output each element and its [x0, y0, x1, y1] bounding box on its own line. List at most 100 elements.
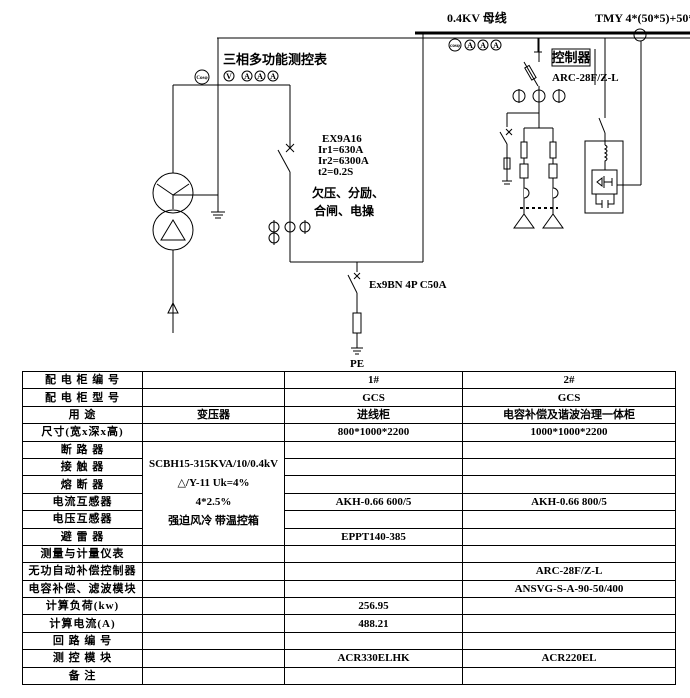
- current-transformer-icon: [268, 220, 311, 245]
- table-row: 回 路 编 号: [22, 631, 676, 651]
- svg-text:A: A: [244, 72, 250, 81]
- table-row: 计算电流(A) 488.21: [22, 614, 676, 633]
- row-label: 回 路 编 号: [22, 631, 143, 651]
- row-label: 熔 断 器: [22, 475, 143, 494]
- cabinet-0-cell: [142, 579, 285, 599]
- cabinet-2-cell: [462, 666, 676, 686]
- row-label: 接 触 器: [22, 457, 143, 477]
- cosphi-meter-icon: [194, 69, 210, 85]
- cabinet-2-cell: AKH-0.66 800/5: [462, 492, 676, 512]
- row-label: 配 电 柜 编 号: [22, 370, 143, 390]
- meter-symbols-left: V A A A: [223, 70, 279, 82]
- cabinet-2-cell: GCS: [462, 388, 676, 407]
- cabinet-0-cell: [142, 649, 285, 668]
- fuse-icon: [503, 157, 511, 170]
- table-row: 电容补偿、滤波模块 ANSVG-S-A-90-50/400: [22, 579, 676, 599]
- row-label: 尺寸(宽x深x高): [22, 423, 143, 442]
- cabinet-1-cell: EPPT140-385: [284, 527, 463, 546]
- cabinet-1-cell: [284, 457, 463, 477]
- cabinet-2-cell: [462, 475, 676, 494]
- table-row: 用 途变压器进线柜电容补偿及谐波治理一体柜: [22, 405, 676, 425]
- row-label: 配 电 柜 型 号: [22, 388, 143, 407]
- cabinet-0-cell: [142, 597, 285, 616]
- main-breaker-spec: EX9A16 Ir1=630A Ir2=6300A t2=0.2S 欠压、分励、…: [312, 133, 384, 218]
- cabinet-0-cell: [142, 562, 285, 581]
- row-label: 无功自动补偿控制器: [22, 562, 143, 581]
- row-label: 断 路 器: [22, 440, 143, 459]
- cabinet-1-cell: AKH-0.66 600/5: [284, 492, 463, 512]
- cabinet-2-cell: 2#: [462, 370, 676, 390]
- controller-box: [551, 48, 591, 67]
- cabinet-2-cell: [462, 440, 676, 459]
- cabinet-0-cell: [142, 423, 285, 442]
- transformer-spec-line: SCBH15-315KVA/10/0.4kV: [148, 458, 279, 471]
- bus-current-transformer-icon: [633, 28, 647, 42]
- svg-text:合闸、电操: 合闸、电操: [314, 203, 375, 218]
- cabinet-2-cell: [462, 614, 676, 633]
- current-transformer-icon-right: [512, 89, 566, 103]
- table-row: 无功自动补偿控制器 ARC-28F/Z-L: [22, 562, 676, 581]
- row-label: 测 控 模 块: [22, 649, 143, 668]
- cabinet-2-cell: [462, 527, 676, 546]
- table-row: 接 触 器: [22, 457, 676, 477]
- cabinet-2-cell: 1000*1000*2200: [462, 423, 676, 442]
- cabinet-1-cell: 1#: [284, 370, 463, 390]
- row-label: 计算电流(A): [22, 614, 143, 633]
- cabinet-1-cell: [284, 666, 463, 686]
- row-label: 备 注: [22, 666, 143, 686]
- svg-text:A: A: [480, 41, 486, 50]
- controller-model: ARC-28F/Z-L: [552, 72, 619, 84]
- row-label: 电压互感器: [22, 510, 143, 529]
- controller-label: 控制器: [551, 50, 591, 65]
- cabinet-2-cell: [462, 544, 676, 564]
- cabinet-0-cell: 变压器: [142, 405, 285, 425]
- table-row: 备 注: [22, 666, 676, 686]
- cabinet-0-cell: [142, 370, 285, 390]
- svg-text:A: A: [467, 41, 473, 50]
- row-label: 电流互感器: [22, 492, 143, 512]
- svg-text:t2=0.2S: t2=0.2S: [318, 166, 353, 178]
- cabinet-1-cell: [284, 544, 463, 564]
- row-label: 计算负荷(kw): [22, 597, 143, 616]
- cabinet-1-cell: [284, 579, 463, 599]
- cosphi-meter-label-right: cosφ: [450, 44, 460, 49]
- capacitor-branch-1: [513, 128, 535, 229]
- cosphi-meter-icon-right: [448, 38, 462, 52]
- svg-text:A: A: [257, 72, 263, 81]
- cosphi-meter-label: Cosφ: [196, 76, 207, 81]
- cabinet-1-cell: [284, 631, 463, 651]
- cabinet-1-cell: 488.21: [284, 614, 463, 633]
- svg-text:Ir2=6300A: Ir2=6300A: [318, 155, 369, 167]
- transformer-spec-cell: SCBH15-315KVA/10/0.4kV△/Y-11 Uk=4%4*2.5%…: [142, 440, 285, 546]
- pe-label: PE: [350, 358, 364, 370]
- cabinet-2-cell: ARC-28F/Z-L: [462, 562, 676, 581]
- pe-ground-icon: [351, 347, 363, 355]
- meter-title: 三相多功能测控表: [223, 52, 328, 67]
- cabinet-1-cell: 进线柜: [284, 405, 463, 425]
- filter-switch-icon: [598, 117, 606, 134]
- svg-text:A: A: [270, 72, 276, 81]
- cabinet-0-cell: [142, 544, 285, 564]
- cabinet-2-cell: ANSVG-S-A-90-50/400: [462, 579, 676, 599]
- cabinet-2-cell: [462, 631, 676, 651]
- cabinet-1-cell: [284, 562, 463, 581]
- svg-text:EX9A16: EX9A16: [322, 133, 362, 145]
- capacitor-branch-2: [542, 128, 564, 229]
- cabinet-1-cell: [284, 475, 463, 494]
- cabinet-2-cell: [462, 597, 676, 616]
- main-breaker-icon: [277, 143, 295, 173]
- row-label: 电容补偿、滤波模块: [22, 579, 143, 599]
- single-line-diagram: 0.4KV 母线 TMY 4*(50*5)+50*5 Cosφ 三相多功能测控表…: [152, 10, 690, 370]
- row-label: 用 途: [22, 405, 143, 425]
- svg-text:A: A: [493, 41, 499, 50]
- active-filter-module: [584, 140, 624, 214]
- spd-icon: [352, 312, 362, 334]
- cabinet-1-cell: [284, 440, 463, 459]
- cabinet-2-cell: ACR220EL: [462, 649, 676, 668]
